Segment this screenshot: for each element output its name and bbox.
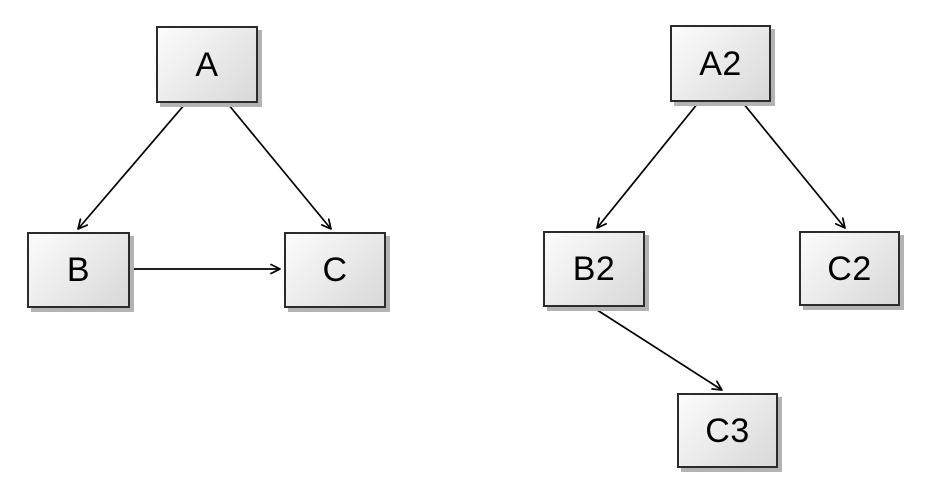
node-C3-label: C3	[705, 411, 750, 450]
edge-A-B	[77, 103, 186, 230]
node-B-label: B	[66, 251, 91, 289]
node-B: B	[27, 232, 130, 308]
node-A-label: A	[195, 45, 219, 84]
node-C3: C3	[677, 393, 778, 468]
edge-A2-C2	[742, 102, 846, 229]
node-C2: C2	[799, 231, 900, 306]
edge-B2-C3	[593, 307, 723, 391]
node-A2: A2	[670, 25, 771, 102]
node-C-label: C	[322, 251, 348, 289]
edge-A-C	[227, 103, 332, 230]
node-C2-label: C2	[827, 249, 872, 288]
node-B2: B2	[543, 231, 645, 307]
node-A: A	[156, 26, 258, 103]
node-C: C	[284, 232, 386, 308]
node-B2-label: B2	[572, 250, 616, 288]
node-A2-label: A2	[699, 44, 742, 83]
edge-A2-B2	[596, 102, 699, 229]
